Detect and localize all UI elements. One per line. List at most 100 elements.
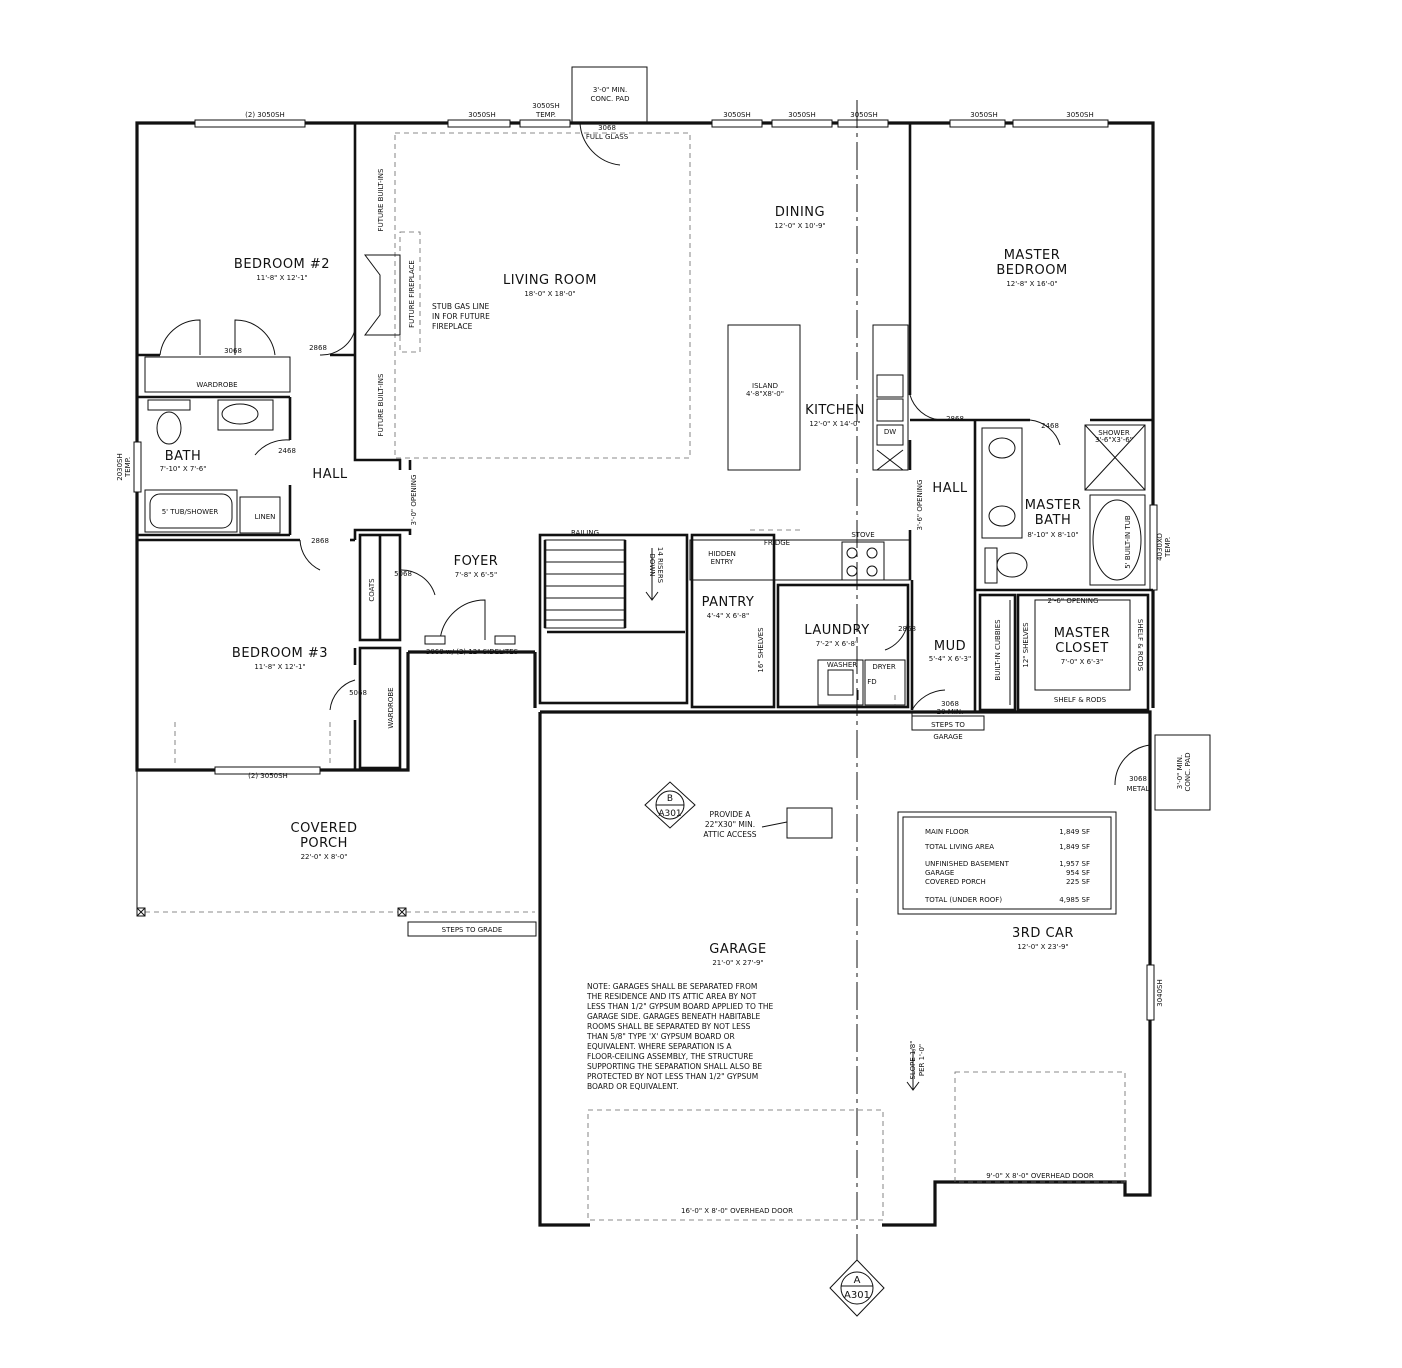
future-builtins-upper: FUTURE BUILT-INS — [377, 168, 385, 231]
pads-and-steps — [571, 66, 1211, 811]
laundry-dims: 7'-2" X 6'-8" — [816, 640, 858, 648]
annotations: 3'-0" MIN. CONC. PAD (2) 3050SH 3050SH 3… — [116, 86, 1192, 1301]
future-fireplace: FUTURE FIREPLACE — [408, 260, 416, 328]
attic-note-1: PROVIDE A — [710, 810, 752, 819]
future-builtins-lower: FUTURE BUILT-INS — [377, 373, 385, 436]
porch-name-2: PORCH — [300, 836, 348, 851]
area-row-label: TOTAL LIVING AREA — [924, 843, 994, 851]
garage-note: NOTE: GARAGES SHALL BE SEPARATED FROM TH… — [586, 982, 774, 1091]
opening-3-0: 3'-0" OPENING — [410, 475, 418, 526]
master-closet-dims: 7'-0" X 6'-3" — [1061, 658, 1103, 666]
bedroom3-name: BEDROOM #3 — [232, 646, 328, 661]
door-label-laundry: 2868 — [898, 625, 916, 633]
pantry-shelves: 16" SHELVES — [757, 627, 765, 673]
area-table — [897, 811, 1117, 915]
master-window-temp: TEMP. — [1164, 537, 1172, 558]
area-row-value: 954 SF — [1066, 869, 1090, 877]
bath-name: BATH — [165, 449, 202, 464]
gas-note-2: IN FOR FUTURE — [432, 312, 490, 321]
section-a-letter: A — [854, 1275, 861, 1286]
laundry-name: LAUNDRY — [804, 623, 869, 638]
garage-features — [587, 807, 1126, 1221]
slope-1: SLOPE 1/8" — [909, 1041, 917, 1080]
area-row-value: 4,985 SF — [1059, 896, 1090, 904]
door-label-kitchen: 2868 — [946, 415, 964, 423]
garage-note-line: PROTECTED BY NOT LESS THAN 1/2" GYPSUM — [587, 1072, 758, 1081]
washer-label: WASHER — [827, 661, 857, 669]
attic-note-3: ATTIC ACCESS — [703, 830, 756, 839]
door-label-garage-2: METAL — [1127, 785, 1150, 793]
hall-right-name: HALL — [932, 481, 967, 496]
area-row-label: TOTAL (UNDER ROOF) — [924, 896, 1002, 904]
third-car-name: 3RD CAR — [1012, 926, 1074, 941]
fridge-label: FRIDGE — [764, 539, 790, 547]
dining-dims: 12'-0" X 10'-9" — [774, 222, 825, 230]
porch-name-1: COVERED — [291, 821, 358, 836]
steps-to-grade: STEPS TO GRADE — [442, 926, 503, 934]
hidden-entry-1: HIDDEN — [708, 550, 736, 558]
steps-garage-2: GARAGE — [933, 733, 962, 741]
area-table-text: MAIN FLOOR 1,849 SF TOTAL LIVING AREA 1,… — [924, 828, 1090, 904]
attic-leader — [761, 821, 788, 828]
garage-note-line: BOARD OR EQUIVALENT. — [587, 1082, 679, 1091]
fd-label: FD — [867, 678, 876, 686]
garage-note-line: NOTE: GARAGES SHALL BE SEPARATED FROM — [587, 982, 757, 991]
master-bath-dims: 8'-10" X 8'-10" — [1027, 531, 1078, 539]
section-b-sheet: A301 — [658, 809, 681, 819]
wardrobe-bed3: WARDROBE — [387, 687, 395, 728]
living-name: LIVING ROOM — [503, 273, 597, 288]
cubbies-label: BUILT-IN CUBBIES — [994, 619, 1002, 681]
living-dims: 18'-0" X 18'-0" — [524, 290, 575, 298]
railing-label: RAILING — [571, 529, 599, 537]
overhead-door-16: 16'-0" X 8'-0" OVERHEAD DOOR — [681, 1207, 793, 1215]
mud-name: MUD — [934, 639, 966, 654]
master-bath-name-1: MASTER — [1025, 498, 1082, 513]
garage-note-line: FLOOR-CEILING ASSEMBLY, THE STRUCTURE — [587, 1052, 753, 1061]
window-label-bed3: (2) 3050SH — [248, 772, 288, 780]
garage-name: GARAGE — [709, 942, 766, 957]
door-label-bath: 2468 — [278, 447, 296, 455]
window-label-6: 3050SH — [850, 111, 878, 119]
door-label-bed3-closet: 5068 — [349, 689, 367, 697]
section-marker-a — [829, 1259, 885, 1317]
garage-note-line: EQUIVALENT. WHERE SEPARATION IS A — [587, 1042, 732, 1051]
opening-2-6: 2'-6" OPENING — [1048, 597, 1099, 605]
mud-dims: 5'-4" X 6'-3" — [929, 655, 971, 663]
door-label-bed2: 2868 — [309, 344, 327, 352]
gas-note-1: STUB GAS LINE — [432, 302, 489, 311]
master-bedroom-dims: 12'-8" X 16'-0" — [1006, 280, 1057, 288]
conc-pad-top-2: CONC. PAD — [591, 95, 630, 103]
window-label-1: (2) 3050SH — [245, 111, 285, 119]
bedroom2-name: BEDROOM #2 — [234, 257, 330, 272]
gas-note-3: FIREPLACE — [432, 322, 473, 331]
slope-2: PER 1'-0" — [918, 1044, 926, 1076]
shower-dims: 3'-6"X3'-6" — [1095, 436, 1133, 444]
master-bedroom-name-1: MASTER — [1004, 248, 1061, 263]
coats-label: COATS — [368, 578, 376, 602]
door-label-mud-1: 3068 — [941, 700, 959, 708]
windows — [133, 119, 1158, 1021]
risers-label: 14 RISERS — [656, 547, 664, 584]
conc-pad-top-1: 3'-0" MIN. — [593, 86, 627, 94]
dw-label: DW — [884, 428, 896, 436]
window-label-8: 3050SH — [1066, 111, 1094, 119]
door-label-master-bath: 2468 — [1041, 422, 1059, 430]
kitchen-name: KITCHEN — [805, 403, 865, 418]
dryer-label: DRYER — [872, 663, 896, 671]
overhead-door-9: 9'-0" X 8'-0" OVERHEAD DOOR — [986, 1172, 1094, 1180]
doors — [159, 122, 1151, 786]
area-row-value: 225 SF — [1066, 878, 1090, 886]
garage-note-line: THE RESIDENCE AND ITS ATTIC AREA BY NOT — [586, 992, 757, 1001]
steps-garage-1: STEPS TO — [931, 721, 965, 729]
window-label-7: 3050SH — [970, 111, 998, 119]
island-dims: 4'-8"X8'-0" — [746, 390, 784, 398]
stairs — [543, 539, 659, 629]
bath-window-label: 2030SH — [116, 453, 124, 481]
master-closet-name-2: CLOSET — [1055, 641, 1109, 656]
stove-label: STOVE — [851, 531, 874, 539]
section-b-letter: B — [667, 794, 673, 804]
kitchen-dims: 12'-0" X 14'-0" — [809, 420, 860, 428]
section-a-sheet: A301 — [844, 1290, 870, 1301]
closet-shelf-rods: SHELF & RODS — [1054, 696, 1107, 704]
